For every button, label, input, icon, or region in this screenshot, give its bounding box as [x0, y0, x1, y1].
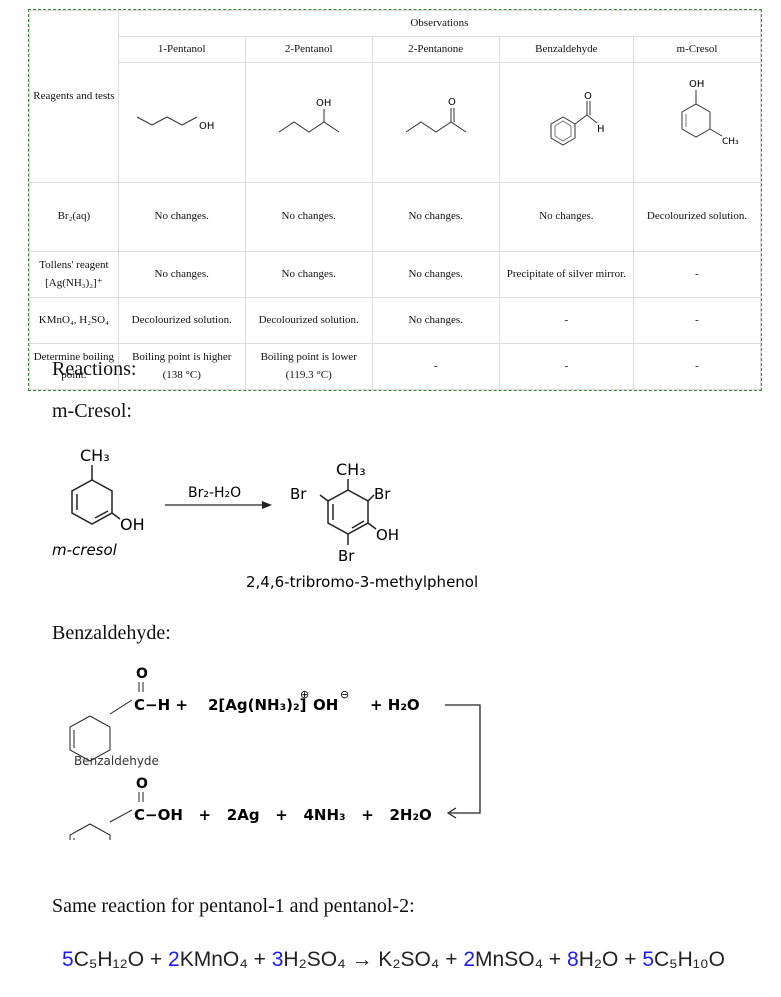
table-cell: No changes.	[371, 297, 500, 344]
test-label: Tollens' reagent [Ag(NH₃)₂]⁺	[29, 251, 119, 298]
svg-text:CH₃: CH₃	[336, 460, 366, 479]
svg-text:O: O	[584, 91, 592, 102]
col-2-pentanol: 2-Pentanol	[244, 36, 373, 63]
svg-text:H: H	[597, 124, 605, 135]
structure-m-cresol: OH CH₃	[633, 62, 761, 183]
test-label: Determine boiling point.	[29, 343, 119, 390]
svg-text:Br: Br	[374, 485, 391, 503]
table-cell: -	[371, 343, 500, 390]
m-cresol-heading: m-Cresol:	[52, 400, 132, 422]
structure-2-pentanone: O	[371, 62, 500, 183]
coefficient: 5	[642, 948, 655, 971]
table-cell: -	[498, 343, 635, 390]
coefficient: 3	[271, 948, 284, 971]
test-label: Br₂(aq)	[29, 182, 119, 252]
table-cell: No changes.	[371, 251, 500, 298]
table-cell: Decolourized solution.	[244, 297, 373, 344]
coefficient: 2	[463, 948, 476, 971]
table-cell: No changes.	[498, 182, 635, 252]
formula: KMnO₄ +	[179, 948, 266, 971]
svg-text:Br: Br	[338, 547, 355, 565]
svg-text:CH₃: CH₃	[722, 137, 739, 147]
reagents-header: Reagents and tests	[29, 10, 119, 183]
table-cell: No changes.	[117, 251, 246, 298]
reactions-heading: Reactions:	[52, 358, 137, 380]
kmno4-oxidation-equation: 5C₅H₁₂O + 2KMnO₄ + 3H₂SO₄ → K₂SO₄ + 2MnS…	[62, 948, 725, 972]
table-cell: No changes.	[117, 182, 246, 252]
formula: C₅H₁₂O +	[73, 948, 163, 971]
coefficient: 8	[567, 948, 579, 971]
table-cell: Decolourized solution.	[633, 182, 761, 252]
svg-text:C−H +: C−H +	[134, 696, 188, 714]
svg-text:Br: Br	[290, 485, 307, 503]
svg-text:⊕: ⊕	[300, 688, 309, 701]
table-cell: No changes.	[244, 182, 373, 252]
svg-text:OH: OH	[689, 79, 704, 90]
coefficient: 5	[62, 948, 74, 971]
table-cell: -	[633, 297, 761, 344]
table-cell: No changes.	[371, 182, 500, 252]
table-cell: Boiling point is lower (119.3 °C)	[244, 343, 373, 390]
test-label: KMnO₄, H₂SO₄	[29, 297, 119, 344]
table-cell: Decolourized solution.	[117, 297, 246, 344]
coefficient: 2	[168, 948, 180, 971]
svg-text:OH: OH	[376, 526, 399, 544]
svg-text:m-cresol: m-cresol	[52, 541, 118, 559]
table-row: Br₂(aq) No changes. No changes. No chang…	[29, 182, 761, 252]
svg-text:2,4,6-tribromo-3-methylphenol: 2,4,6-tribromo-3-methylphenol	[246, 573, 478, 591]
col-benzaldehyde: Benzaldehyde	[498, 36, 635, 63]
table-row: Determine boiling point. Boiling point i…	[29, 343, 761, 390]
svg-text:O: O	[448, 97, 456, 108]
table-cell: -	[498, 297, 635, 344]
table-cell: Precipitate of silver mirror.	[498, 251, 635, 298]
col-1-pentanol: 1-Pentanol	[117, 36, 246, 63]
svg-text:O: O	[136, 776, 148, 792]
observations-table: Reagents and tests Observations 1-Pentan…	[28, 9, 762, 391]
structure-1-pentanol: OH	[117, 62, 246, 183]
svg-text:+ H₂O: + H₂O	[370, 696, 420, 714]
svg-text:O: O	[136, 666, 148, 682]
svg-text:OH: OH	[199, 121, 214, 132]
table-row: KMnO₄, H₂SO₄ Decolourized solution. Deco…	[29, 297, 761, 344]
svg-text:OH: OH	[316, 98, 331, 109]
formula: H₂SO₄ → K₂SO₄ +	[283, 948, 458, 971]
table-cell: Boiling point is higher (138 °C)	[117, 343, 246, 390]
m-cresol-bromination-diagram: CH₃ OH m-cresol Br₂-H₂O CH₃ Br Br OH Br …	[52, 446, 478, 591]
formula: C₅H₁₀O	[654, 948, 725, 971]
formula: H₂O +	[578, 948, 637, 971]
table-cell: -	[633, 251, 761, 298]
table-cell: No changes.	[244, 251, 373, 298]
observations-header: Observations	[117, 10, 762, 37]
table-cell: -	[633, 343, 761, 390]
col-2-pentanone: 2-Pentanone	[371, 36, 500, 63]
reaction-arrow	[445, 704, 481, 814]
col-m-cresol: m-Cresol	[633, 36, 761, 63]
pentanol-heading: Same reaction for pentanol-1 and pentano…	[52, 895, 415, 917]
svg-text:OH: OH	[313, 696, 338, 714]
svg-text:OH: OH	[120, 515, 145, 534]
structure-2-pentanol: OH	[244, 62, 373, 183]
benzaldehyde-heading: Benzaldehyde:	[52, 622, 171, 644]
svg-text:⊖: ⊖	[340, 688, 349, 701]
svg-text:Br₂-H₂O: Br₂-H₂O	[188, 485, 241, 501]
svg-text:2[Ag(NH₃)₂]: 2[Ag(NH₃)₂]	[208, 696, 306, 714]
svg-text:CH₃: CH₃	[80, 446, 110, 465]
tollens-reaction-diagram: O C−H + 2[Ag(NH₃)₂] ⊕ OH ⊖ + H₂O Benzald…	[69, 666, 481, 840]
svg-text:Benzaldehyde: Benzaldehyde	[74, 754, 159, 768]
table-row: Tollens' reagent [Ag(NH₃)₂]⁺ No changes.…	[29, 251, 761, 298]
svg-text:C−OH + 2Ag + 4NH₃ +: C−OH + 2Ag + 4NH₃ + 2H₂O	[134, 806, 432, 824]
formula: MnSO₄ +	[475, 948, 562, 971]
